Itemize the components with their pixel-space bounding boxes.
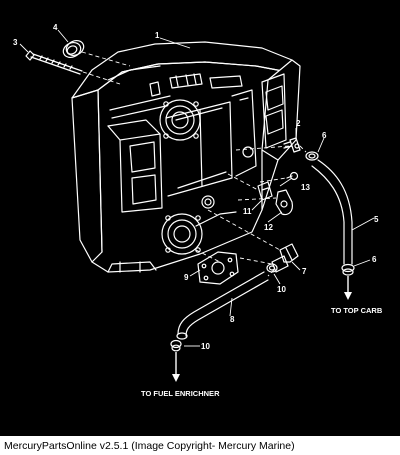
callout-8: 8 bbox=[230, 315, 235, 324]
clip-part-11 bbox=[257, 181, 273, 201]
callout-10-lower: 10 bbox=[201, 342, 210, 351]
to-top-carb-label: TO TOP CARB bbox=[331, 306, 383, 315]
callout-3: 3 bbox=[13, 38, 18, 47]
hose-clamp-part-6-bottom bbox=[341, 263, 355, 276]
callout-6-lower: 6 bbox=[372, 255, 377, 264]
callout-10-upper: 10 bbox=[277, 285, 286, 294]
clamp-bracket-part-12 bbox=[275, 189, 293, 216]
hose-clamp-part-6-top bbox=[305, 151, 319, 161]
copyright-footer: MercuryPartsOnline v2.5.1 (Image Copyrig… bbox=[0, 437, 400, 455]
callout-12: 12 bbox=[264, 223, 273, 232]
callout-leaders bbox=[19, 29, 375, 347]
callout-13: 13 bbox=[301, 183, 310, 192]
callout-6-upper: 6 bbox=[322, 131, 327, 140]
callout-1: 1 bbox=[155, 31, 160, 40]
callout-5: 5 bbox=[374, 215, 379, 224]
diagram-viewport: 1 2 3 4 5 6 6 7 8 9 10 10 11 12 13 TO TO… bbox=[0, 0, 400, 436]
to-fuel-enrichner-label: TO FUEL ENRICHNER bbox=[141, 389, 220, 398]
callout-4: 4 bbox=[53, 23, 58, 32]
callout-7: 7 bbox=[302, 267, 307, 276]
gasket-part-9 bbox=[197, 251, 239, 285]
exploded-parts-diagram: 1 2 3 4 5 6 6 7 8 9 10 10 11 12 13 TO TO… bbox=[13, 23, 383, 398]
screw-part-13 bbox=[286, 171, 299, 181]
fuel-hose-part-8 bbox=[176, 271, 269, 340]
fuel-pump-housing bbox=[71, 41, 301, 273]
fuel-hose-part-5 bbox=[311, 159, 353, 265]
dashed-leader-lines bbox=[81, 51, 307, 277]
seal-washer-part bbox=[62, 40, 85, 58]
callout-11: 11 bbox=[243, 207, 252, 216]
fitting-part-2 bbox=[283, 137, 301, 153]
hose-clamp-part-10-top bbox=[266, 263, 278, 273]
screw-part bbox=[25, 50, 83, 75]
arrow-to-top-carb bbox=[344, 276, 352, 300]
arrow-to-fuel-enrichner bbox=[172, 352, 180, 382]
callout-2: 2 bbox=[296, 119, 301, 128]
hose-clamp-part-10-bottom bbox=[170, 339, 182, 352]
callout-9: 9 bbox=[184, 273, 189, 282]
